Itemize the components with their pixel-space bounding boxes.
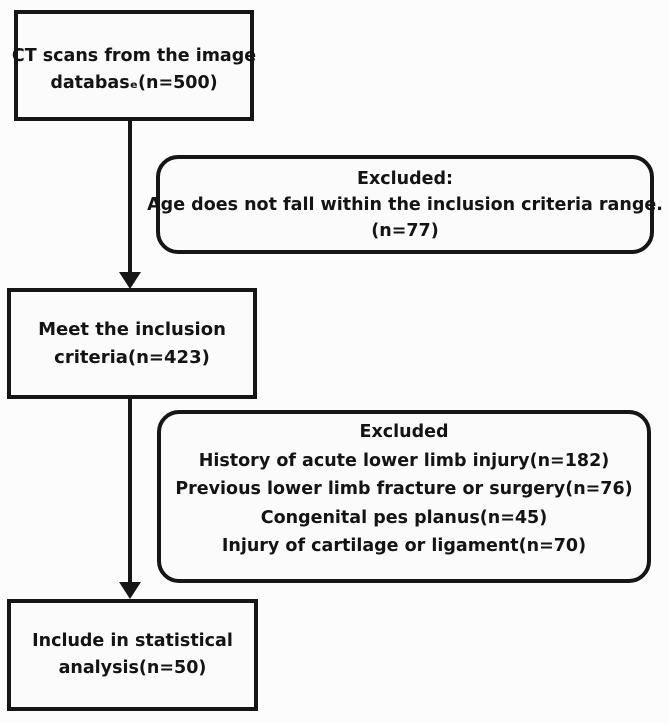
node-ct-scans-line-2: databasₑ(n=500): [50, 72, 218, 93]
arrow-down-icon: [119, 272, 141, 289]
node-ct-scans: CT scans from the image databasₑ(n=500): [11, 10, 257, 121]
arrow-down-icon: [119, 582, 141, 599]
node-excluded-age: Excluded: Age does not fall within the i…: [147, 155, 663, 254]
node-statistical-analysis: Include in statistical analysis(n=50): [7, 599, 258, 711]
node-excluded-reasons-item-1: History of acute lower limb injury(n=182…: [198, 450, 610, 471]
node-excluded-age-reason: Age does not fall within the inclusion c…: [147, 194, 663, 215]
node-excluded-reasons-title: Excluded: [359, 422, 449, 443]
node-meet-criteria-line-2: criteria(n=423): [54, 346, 210, 368]
node-ct-scans-line-1: CT scans from the image: [11, 45, 257, 66]
node-statistical-analysis-line-1: Include in statistical: [32, 631, 233, 651]
node-excluded-age-count: (n=77): [371, 220, 439, 241]
connector-top-line: [128, 118, 132, 276]
node-excluded-reasons-item-2: Previous lower limb fracture or surgery(…: [175, 479, 633, 500]
node-excluded-reasons-item-4: Injury of cartilage or ligament(n=70): [221, 536, 587, 557]
node-excluded-age-title: Excluded:: [357, 168, 453, 189]
node-statistical-analysis-line-2: analysis(n=50): [58, 658, 207, 678]
node-meet-criteria-line-1: Meet the inclusion: [38, 318, 226, 340]
node-excluded-reasons: Excluded History of acute lower limb inj…: [157, 410, 651, 583]
node-excluded-reasons-item-3: Congenital pes planus(n=45): [260, 507, 548, 528]
connector-bottom-line: [128, 397, 132, 585]
node-meet-criteria: Meet the inclusion criteria(n=423): [7, 288, 257, 399]
